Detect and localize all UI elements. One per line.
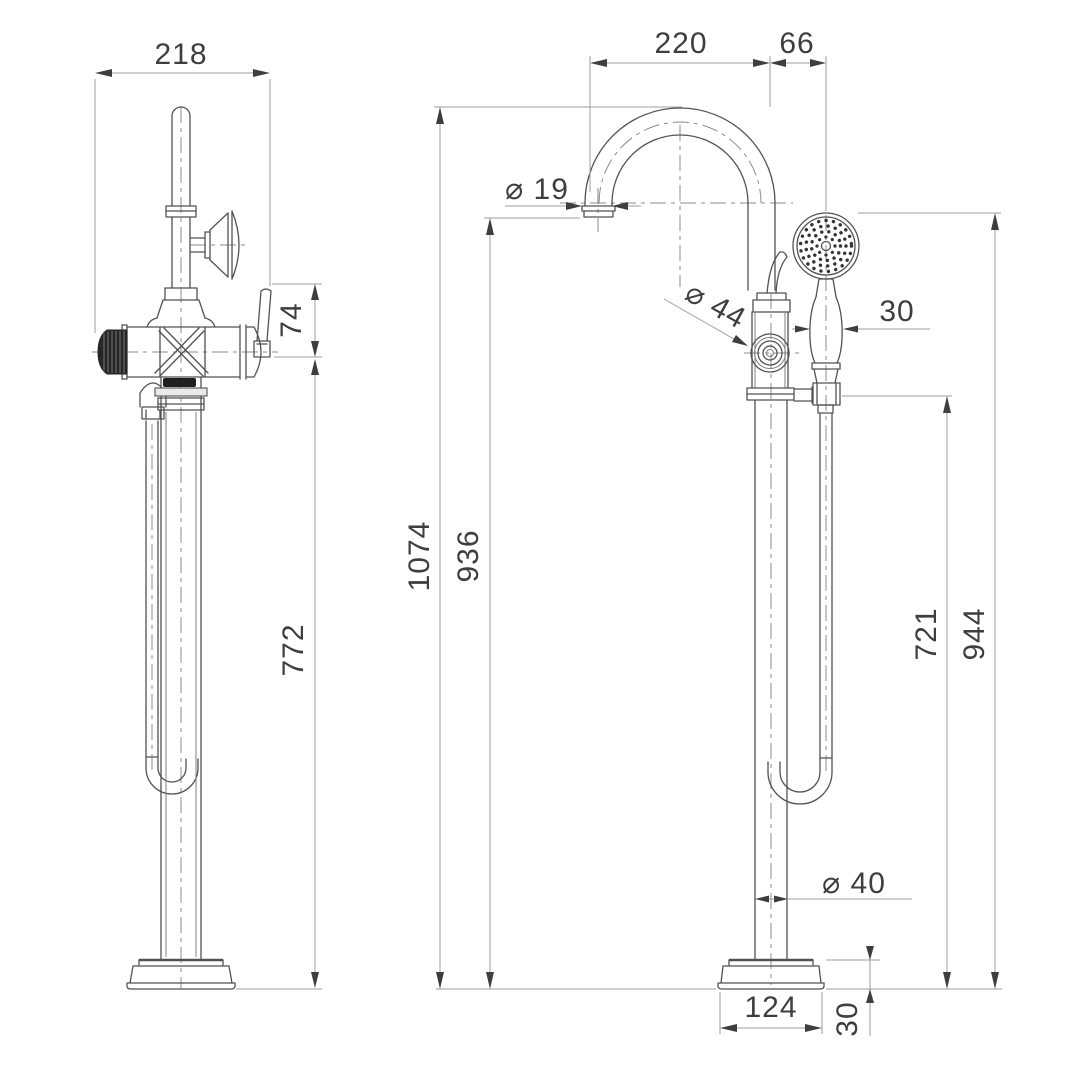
side-bonnet: [156, 287, 206, 319]
dim-hose-outlet-height: 721: [842, 395, 952, 989]
dim-base-diameter: 124: [719, 991, 823, 1034]
dim-label-936: 936: [452, 529, 485, 582]
dim-body-to-floor: 772: [236, 359, 322, 990]
side-view-riser: [154, 376, 208, 960]
dim-base-height: 30: [826, 946, 880, 1037]
dim-riser-diameter: ⌀ 40: [755, 867, 912, 903]
side-x-brace: [154, 326, 209, 378]
dim-label-dia40: ⌀ 40: [822, 867, 886, 900]
dim-label-dia19: ⌀ 19: [505, 173, 569, 206]
dim-spout-height: 936: [452, 217, 580, 989]
dim-spout-reach: 220: [589, 27, 771, 192]
front-view-holder-arm: [793, 382, 841, 414]
dim-label-124: 124: [744, 991, 797, 1024]
dim-knob-diameter: ⌀ 44: [663, 276, 752, 346]
side-view-mixer-body: [97, 324, 262, 380]
dim-label-66: 66: [779, 27, 814, 60]
dim-overall-depth: 218: [94, 38, 271, 333]
side-view: 218 74 772: [92, 38, 322, 990]
front-view-base: [717, 958, 825, 990]
handshower-grip: [815, 278, 837, 298]
front-view: 220 66 ⌀ 19 ⌀ 44 30: [403, 27, 1002, 1037]
front-spout-aerator: [581, 205, 616, 218]
dim-lever-height: 74: [272, 283, 322, 358]
side-spout-outlet-collar: [165, 205, 197, 218]
side-view-base: [126, 958, 236, 990]
front-body-flange: [746, 387, 795, 401]
side-riser-flange-2: [157, 397, 205, 411]
side-view-hose: [145, 420, 199, 795]
dim-spout-outlet-diameter: ⌀ 19: [505, 173, 641, 210]
dim-handshower-offset: 66: [770, 27, 827, 211]
dim-label-30-grip: 30: [879, 295, 914, 328]
knob-logo: [762, 345, 778, 361]
dim-label-721: 721: [910, 607, 943, 660]
dim-label-220: 220: [654, 27, 707, 60]
dim-label-dia44: ⌀ 44: [680, 276, 752, 336]
front-view-mixer-body: [746, 311, 795, 960]
dim-label-772: 772: [277, 623, 310, 676]
dim-label-74: 74: [275, 302, 308, 337]
dim-label-30-base: 30: [831, 1001, 864, 1036]
front-view-bonnet-lever: [752, 251, 791, 313]
front-knob-ring: [750, 333, 790, 373]
dim-overall-height: 1074: [403, 106, 682, 989]
dim-handshower-height: 944: [858, 212, 1001, 989]
dim-label-1074: 1074: [403, 521, 436, 592]
front-view-spout: [581, 107, 776, 291]
front-view-centerlines: [560, 121, 827, 985]
front-view-handshower: [792, 212, 860, 384]
dim-label-944: 944: [958, 607, 991, 660]
side-riser-flange-1: [154, 387, 208, 397]
side-view-diverter-lever: [253, 288, 272, 358]
dim-label-218: 218: [154, 38, 207, 71]
brand-badge: [163, 378, 196, 387]
side-view-handshower-head: [189, 210, 240, 280]
side-view-centerlines: [92, 107, 278, 989]
front-view-hose: [767, 413, 833, 805]
dim-grip-width: 30: [792, 295, 930, 333]
